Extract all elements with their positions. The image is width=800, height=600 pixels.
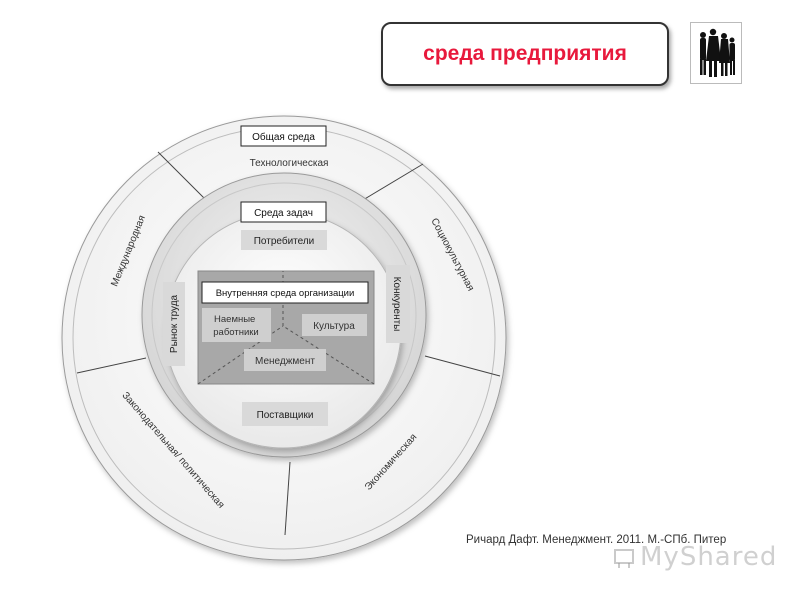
general-environment-label: Общая среда [252,131,315,143]
page-title: среда предприятия [423,42,627,65]
watermark-icon [614,549,634,568]
internal-environment-box [201,281,369,304]
internal-environment-label: Внутренняя среда организации [216,288,355,299]
employees-label: Наемные работники [213,314,258,338]
sector-technological: Технологическая [250,158,329,169]
culture-label: Культура [313,321,355,332]
competitors-label: Конкуренты [391,277,402,332]
task-environment-box [240,201,327,223]
general-environment-box [240,125,327,147]
title-box: среда предприятия [381,22,669,86]
silhouettes-logo-icon [690,22,742,84]
management-label: Менеджмент [255,356,315,367]
labor-market-label: Рынок труда [169,294,180,353]
consumers-label: Потребители [254,235,315,247]
citation: Ричард Дафт. Менеджмент. 2011. М.-СПб. П… [466,534,727,546]
suppliers-label: Поставщики [257,410,314,421]
task-environment-label: Среда задач [254,208,313,219]
watermark: MyShared [640,542,778,572]
